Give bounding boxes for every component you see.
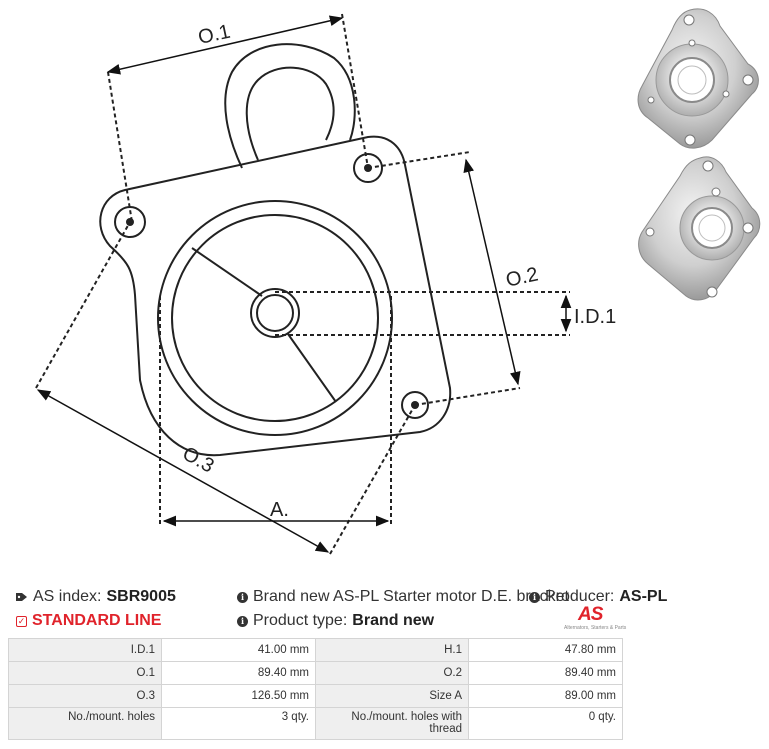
table-row: No./mount. holes 3 qty. No./mount. holes… bbox=[8, 707, 623, 740]
table-row: I.D.1 41.00 mm H.1 47.80 mm bbox=[8, 638, 623, 662]
standard-line-text: STANDARD LINE bbox=[32, 612, 162, 629]
dimension-id1: I.D.1 bbox=[275, 291, 616, 336]
spec-label: I.D.1 bbox=[8, 638, 162, 662]
description-text: Brand new AS-PL Starter motor D.E. brack… bbox=[253, 588, 569, 605]
product-photo-front bbox=[637, 8, 759, 149]
info-icon: i bbox=[237, 591, 248, 603]
info-icon: i bbox=[237, 615, 248, 627]
product-type: i Product type: Brand new bbox=[237, 612, 434, 630]
producer-value: AS-PL bbox=[619, 588, 668, 605]
check-icon: ✓ bbox=[16, 615, 27, 627]
bore-circle-inner bbox=[256, 294, 294, 332]
spec-label: No./mount. holes bbox=[8, 707, 162, 740]
bore-circle-outer bbox=[250, 288, 300, 338]
bracket-dimension-diagram: O.1 O.2 I.D.1 O.3 A. bbox=[35, 8, 761, 555]
spec-value: 126.50 mm bbox=[161, 684, 316, 708]
spec-label: O.1 bbox=[8, 661, 162, 685]
spec-label: O.3 bbox=[8, 684, 162, 708]
product-photo-back bbox=[638, 156, 761, 301]
logo-subtitle: Alternators, Starters & Parts bbox=[564, 625, 627, 631]
product-description: i Brand new AS-PL Starter motor D.E. bra… bbox=[237, 588, 569, 606]
spec-value: 41.00 mm bbox=[161, 638, 316, 662]
as-index-value: SBR9005 bbox=[106, 588, 176, 605]
wedge-cutout bbox=[191, 247, 337, 403]
producer-label: Producer: bbox=[545, 588, 615, 605]
dimension-o1: O.1 bbox=[106, 13, 369, 223]
label-o2: O.2 bbox=[504, 263, 540, 291]
spec-label: O.2 bbox=[315, 661, 469, 685]
table-row: O.1 89.40 mm O.2 89.40 mm bbox=[8, 661, 623, 685]
specs-table: I.D.1 41.00 mm H.1 47.80 mm O.1 89.40 mm… bbox=[8, 638, 623, 740]
table-row: O.3 126.50 mm Size A 89.00 mm bbox=[8, 684, 623, 708]
tag-icon bbox=[16, 593, 27, 601]
label-a: A. bbox=[270, 499, 289, 521]
logo-mark: AS bbox=[578, 604, 603, 625]
dimension-o2: O.2 bbox=[367, 151, 540, 406]
bracket-top-loop-inner bbox=[245, 66, 335, 161]
spec-value: 3 qty. bbox=[161, 707, 316, 740]
producer: i Producer: AS-PL bbox=[529, 588, 667, 606]
outer-flange-circle bbox=[157, 200, 393, 436]
spec-label: No./mount. holes with thread bbox=[315, 707, 469, 740]
spec-label: Size A bbox=[315, 684, 469, 708]
as-pl-logo: AS Alternators, Starters & Parts bbox=[560, 604, 626, 632]
product-type-label: Product type: bbox=[253, 612, 348, 629]
spec-value: 89.40 mm bbox=[468, 661, 623, 685]
spec-value: 47.80 mm bbox=[468, 638, 623, 662]
dimension-a: A. bbox=[159, 296, 392, 527]
standard-line-badge: ✓ STANDARD LINE bbox=[16, 612, 161, 630]
as-index: AS index: SBR9005 bbox=[16, 588, 176, 606]
info-icon: i bbox=[529, 591, 540, 603]
spec-label: H.1 bbox=[315, 638, 469, 662]
label-id1: I.D.1 bbox=[574, 306, 616, 328]
technical-drawing: O.1 O.2 I.D.1 O.3 A. bbox=[35, 8, 761, 555]
spec-value: 0 qty. bbox=[468, 707, 623, 740]
inner-flange-circle bbox=[171, 214, 379, 422]
as-index-label: AS index: bbox=[33, 588, 102, 605]
bracket-top-loop bbox=[224, 43, 356, 169]
spec-value: 89.40 mm bbox=[161, 661, 316, 685]
product-type-value: Brand new bbox=[352, 612, 435, 629]
spec-value: 89.00 mm bbox=[468, 684, 623, 708]
